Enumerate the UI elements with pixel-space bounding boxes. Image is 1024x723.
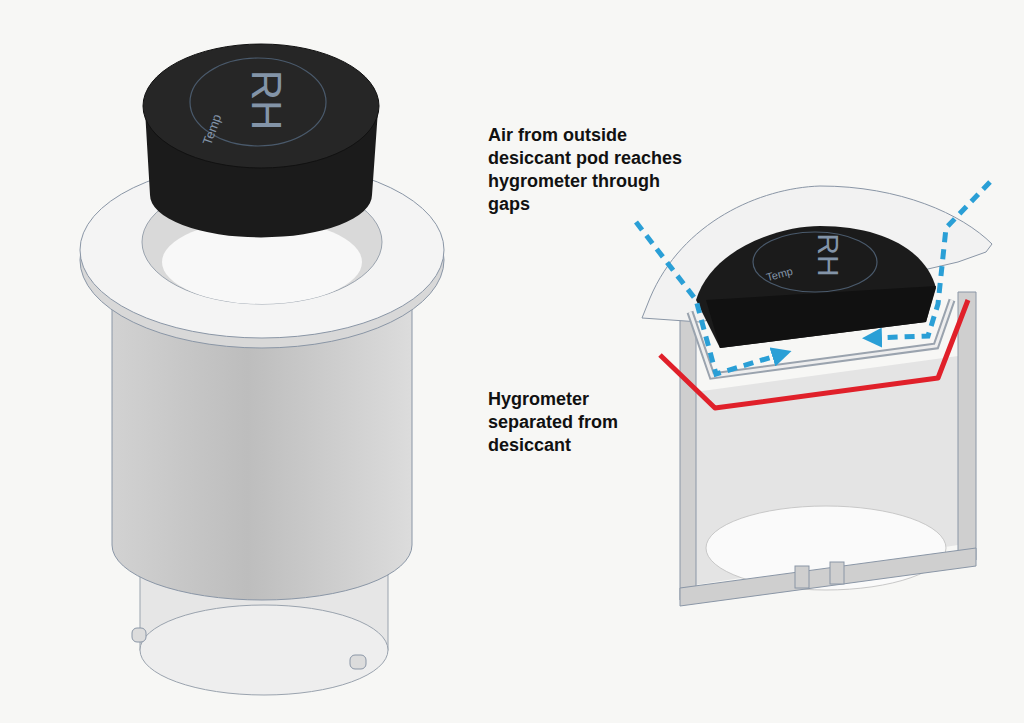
cutaway-pod — [636, 182, 992, 606]
callout-text: Air from outside desiccant pod reaches h… — [488, 124, 693, 216]
callout-text: Hygrometer separated from desiccant — [488, 388, 658, 457]
assembled-pod — [80, 44, 444, 695]
dial-marking: RH — [811, 233, 845, 276]
dial-marking: RH — [242, 70, 290, 131]
